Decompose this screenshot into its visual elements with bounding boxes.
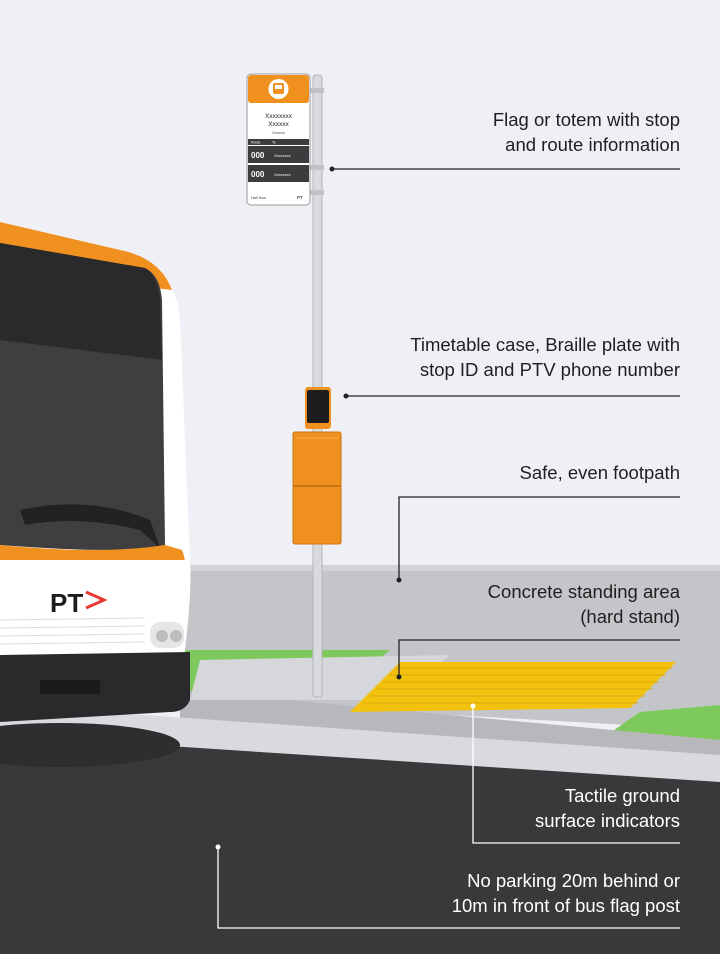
- label-timetable-line2: stop ID and PTV phone number: [419, 359, 680, 380]
- leader-parking: [217, 847, 680, 929]
- bus-headlight-1: [156, 630, 168, 642]
- leader-footpath: [398, 496, 680, 580]
- bus-wiper: [20, 504, 160, 548]
- pole-bracket-top: [310, 88, 324, 93]
- label-flag-line1: Flag or totem with stop: [492, 109, 680, 130]
- label-timetable-case: Timetable case, Braille plate with stop …: [410, 332, 680, 382]
- bus-headlight-2: [170, 630, 182, 642]
- bus-destination-window: [0, 243, 162, 360]
- leader-dot-concrete: [396, 674, 402, 680]
- pole-bracket-low: [310, 190, 324, 195]
- label-concrete-line2: (hard stand): [580, 606, 680, 627]
- flag-footer-left: Hail Bus: [251, 195, 266, 200]
- leader-concrete: [398, 639, 680, 677]
- flag-route1-num: 000: [251, 151, 265, 160]
- leader-tactile: [472, 706, 680, 844]
- label-flag-totem: Flag or totem with stop and route inform…: [493, 107, 680, 157]
- bus-stop-flag: Xxxxxxxx Xxxxxx Xxxxxx Route To 000 Xxxx…: [246, 73, 311, 206]
- flag-route-row-2: [248, 165, 309, 182]
- flag-stop-name-2: Xxxxxx: [268, 121, 289, 128]
- leader-dot-parking: [215, 844, 221, 850]
- label-tactile-line2: surface indicators: [535, 810, 680, 831]
- flag-col-to: To: [272, 141, 276, 145]
- bus-pt-logo: PT: [50, 588, 83, 618]
- label-tactile-line1: Tactile ground: [564, 785, 680, 806]
- flag-footer-right: PT: [297, 195, 303, 200]
- grass-strip-right: [600, 705, 720, 740]
- pole-bracket-mid: [310, 165, 324, 170]
- bus: PT: [0, 222, 191, 722]
- flag-col-route: Route: [251, 141, 260, 145]
- label-concrete-line1: Concrete standing area: [487, 581, 680, 602]
- leader-lines-light: [217, 706, 680, 929]
- bus-grille: [0, 617, 146, 645]
- leader-dot-flag: [329, 166, 335, 172]
- flag-stop-name: Xxxxxxxx: [265, 113, 293, 120]
- leader-dot-footpath: [396, 577, 402, 583]
- label-flag-line2: and route information: [505, 134, 680, 155]
- label-concrete-area: Concrete standing area (hard stand): [488, 579, 680, 629]
- label-tactile-indicators: Tactile ground surface indicators: [535, 783, 680, 833]
- timetable-case: [292, 387, 342, 545]
- tactile-pattern: [363, 667, 672, 704]
- bus-logo-arrow: [85, 590, 108, 610]
- label-timetable-line1: Timetable case, Braille plate with: [410, 334, 680, 355]
- label-footpath-line1: Safe, even footpath: [519, 462, 680, 483]
- flag-route-row-1: [248, 146, 309, 163]
- leader-dot-timetable: [343, 393, 349, 399]
- label-parking-line1: No parking 20m behind or: [467, 870, 680, 891]
- flag-stop-sub: Xxxxxx: [272, 130, 285, 135]
- label-no-parking: No parking 20m behind or 10m in front of…: [452, 868, 680, 918]
- bus-shadow: [0, 723, 180, 767]
- road-surface: [0, 735, 720, 954]
- label-footpath: Safe, even footpath: [520, 460, 680, 485]
- flag-route2-dest: Xxxxxxxx: [274, 172, 291, 177]
- kerb: [0, 705, 720, 782]
- bus-number-plate: [40, 680, 100, 694]
- label-parking-line2: 10m in front of bus flag post: [451, 895, 680, 916]
- flag-route2-num: 000: [251, 170, 265, 179]
- leader-lines: [332, 168, 680, 677]
- leader-dot-tactile: [470, 703, 476, 709]
- pavement-edge-line: [180, 565, 720, 571]
- flag-route1-dest: Xxxxxxxx: [274, 153, 291, 158]
